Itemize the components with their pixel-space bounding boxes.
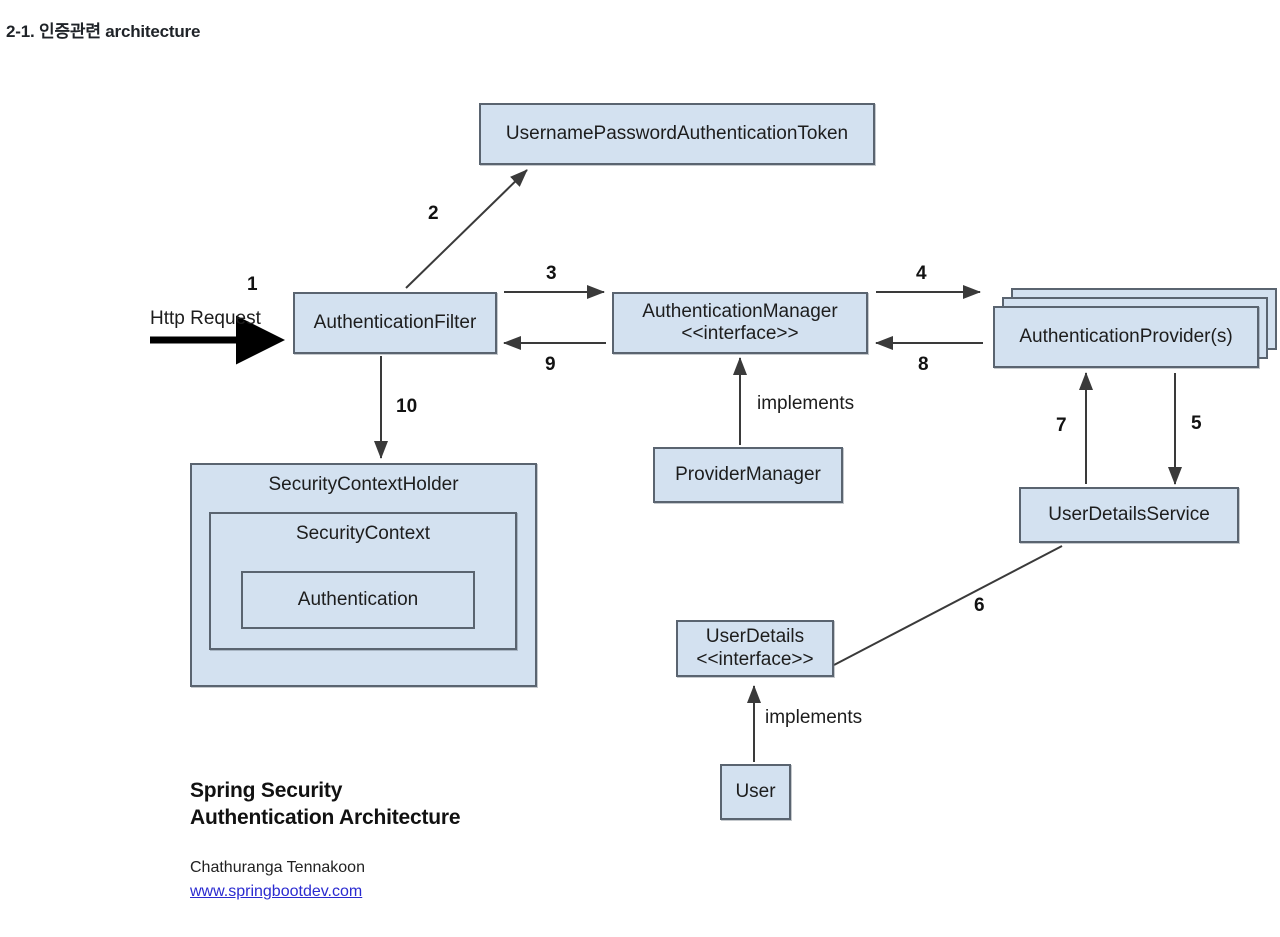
node-username-password-authentication-token[interactable]: UsernamePasswordAuthenticationToken <box>479 103 875 165</box>
step-number-4: 4 <box>916 263 927 284</box>
caption-title: Spring Security Authentication Architect… <box>190 779 461 829</box>
step-number-7: 7 <box>1056 415 1067 436</box>
step-number-3: 3 <box>546 263 557 284</box>
step-number-8: 8 <box>918 354 929 375</box>
node-label: AuthenticationManager <<interface>> <box>642 300 838 344</box>
node-label: SecurityContext <box>295 523 431 544</box>
edge-label-http-request: Http Request <box>150 308 261 329</box>
node-authentication[interactable]: Authentication <box>241 571 475 629</box>
caption-author: Chathuranga Tennakoon <box>190 859 365 876</box>
node-user[interactable]: User <box>720 764 791 820</box>
node-label: Authentication <box>297 588 419 610</box>
step-number-6: 6 <box>974 595 985 616</box>
node-user-details[interactable]: UserDetails <<interface>> <box>676 620 834 677</box>
node-label: AuthenticationProvider(s) <box>1019 325 1233 347</box>
node-label: UserDetails <<interface>> <box>696 626 814 670</box>
caption-link[interactable]: www.springbootdev.com <box>190 883 363 900</box>
node-authentication-manager[interactable]: AuthenticationManager <<interface>> <box>612 292 868 354</box>
node-authentication-filter[interactable]: AuthenticationFilter <box>293 292 497 354</box>
step-number-1: 1 <box>247 274 258 295</box>
node-label: UserDetailsService <box>1048 503 1210 525</box>
node-user-details-service[interactable]: UserDetailsService <box>1019 487 1239 543</box>
node-label: UsernamePasswordAuthenticationToken <box>505 122 849 144</box>
page-title: 2-1. 인증관련 architecture <box>6 22 201 41</box>
node-provider-manager[interactable]: ProviderManager <box>653 447 843 503</box>
step-number-9: 9 <box>545 354 556 375</box>
node-label: ProviderManager <box>675 463 821 485</box>
edge-2-filter-to-token <box>405 169 528 289</box>
node-label: User <box>735 780 776 802</box>
step-number-2: 2 <box>428 203 439 224</box>
node-label: AuthenticationFilter <box>313 311 477 333</box>
node-label: SecurityContextHolder <box>268 474 459 495</box>
edge-6-userdetails-to-service <box>833 545 1063 666</box>
edge-label-implements-userdetails: implements <box>765 707 863 728</box>
step-number-10: 10 <box>396 396 418 417</box>
node-authentication-provider[interactable]: AuthenticationProvider(s) <box>993 306 1259 368</box>
edge-label-implements-manager: implements <box>757 393 855 414</box>
step-number-5: 5 <box>1191 413 1202 434</box>
